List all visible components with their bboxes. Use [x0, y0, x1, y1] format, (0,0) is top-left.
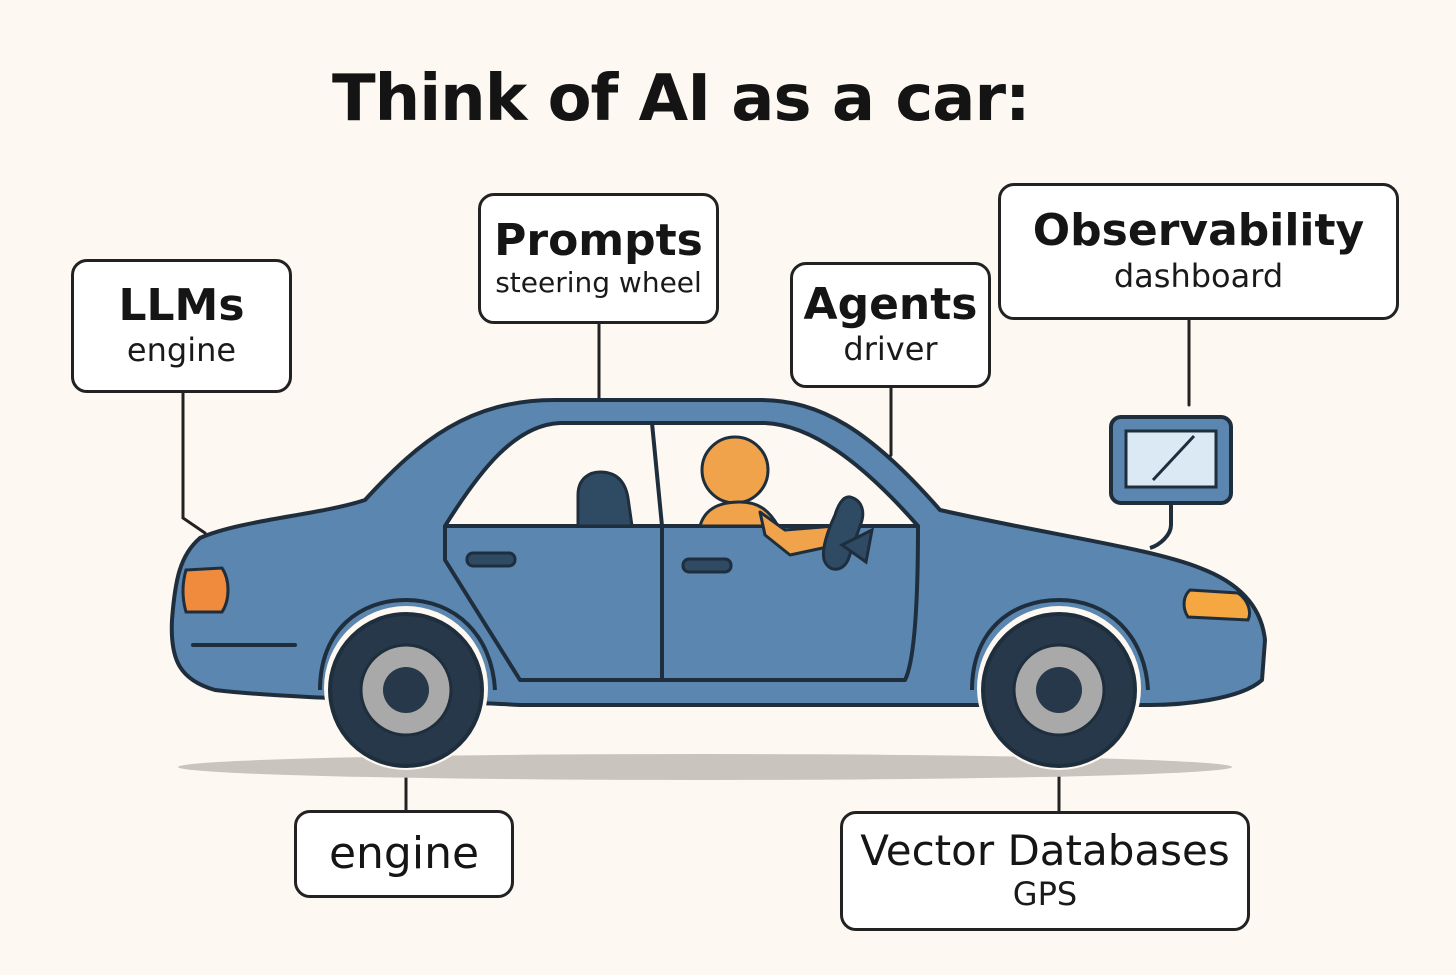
callout-agents: Agents driver [790, 262, 991, 388]
driver-head [700, 435, 770, 505]
callout-observability: Observability dashboard [998, 183, 1399, 320]
llms-leader-line [181, 391, 207, 535]
callout-vector-databases: Vector Databases GPS [840, 811, 1250, 931]
steering-wheel-icon [821, 495, 865, 571]
callout-llms: LLMs engine [71, 259, 292, 393]
rear-door-handle [465, 551, 517, 568]
callout-prompts-subtitle: steering wheel [495, 266, 702, 300]
b-pillar [650, 422, 664, 527]
page-title: Think of AI as a car: [332, 62, 1031, 136]
car-window [443, 421, 920, 528]
callout-observability-subtitle: dashboard [1113, 256, 1284, 295]
callout-prompts: Prompts steering wheel [478, 193, 719, 324]
front-wheel [977, 606, 1141, 770]
front-door-handle [681, 557, 733, 574]
callout-vector-subtitle: GPS [1012, 875, 1078, 914]
callout-vector-heading: Vector Databases [860, 825, 1230, 875]
rear-wheel [324, 606, 488, 770]
callout-observability-heading: Observability [1032, 205, 1365, 257]
callout-agents-subtitle: driver [843, 330, 938, 369]
head-light [1182, 588, 1252, 622]
callout-engine: engine [294, 810, 514, 898]
tail-light [181, 566, 230, 614]
dashboard-stand [1149, 503, 1173, 550]
callout-engine-heading: engine [328, 827, 480, 879]
seat-icon [576, 470, 634, 528]
front-door [660, 525, 920, 682]
callout-llms-heading: LLMs [118, 279, 245, 331]
callout-agents-heading: Agents [803, 278, 978, 330]
driver-torso [698, 500, 781, 528]
callout-llms-subtitle: engine [126, 331, 237, 370]
callout-prompts-heading: Prompts [494, 214, 703, 266]
